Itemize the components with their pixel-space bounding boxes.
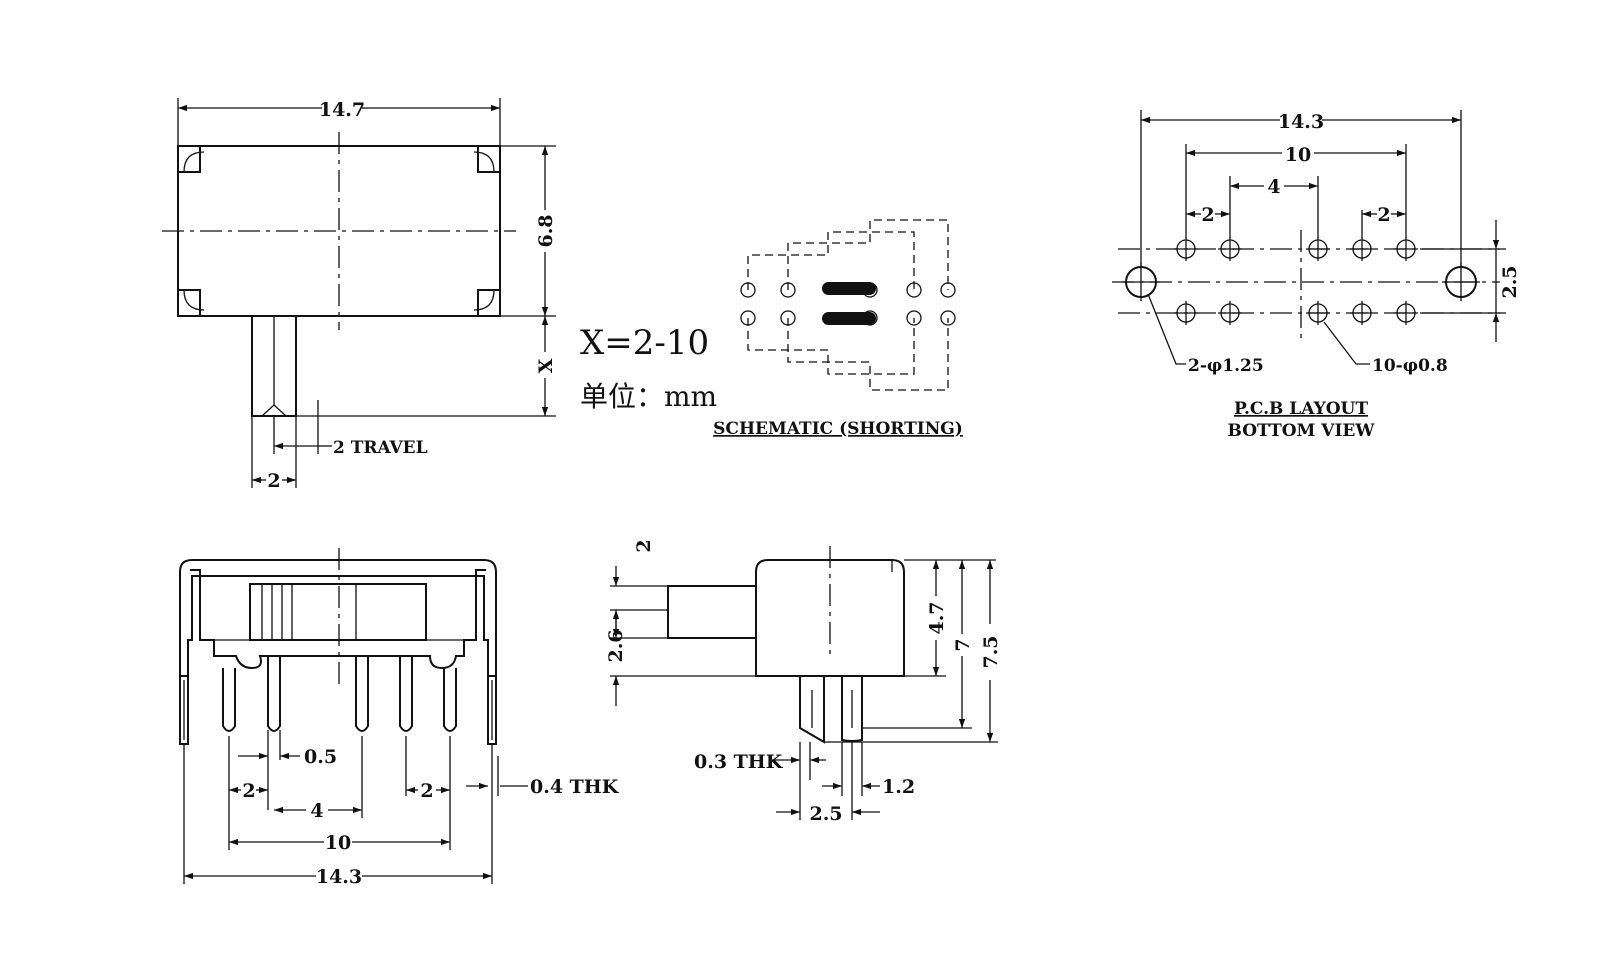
pcb-dim-gap: 4	[1267, 176, 1280, 198]
dim-top-width: 14.7	[319, 99, 365, 121]
schematic-contacts	[740, 282, 956, 326]
pcb-dim-pitch-right: 2	[1377, 204, 1390, 226]
dim-top-x: X	[535, 358, 557, 373]
side-view: 2 2.6 4.7 7 7.5 0.3 THK 1.2	[605, 539, 1002, 825]
travel-label: 2 TRAVEL	[333, 438, 428, 458]
front-dim-pitch-left: 2	[242, 780, 255, 802]
side-dim-body-height: 4.7	[926, 601, 948, 634]
mount-hole-label: 2-φ1.25	[1188, 356, 1264, 376]
front-dim-pin-width: 0.5	[304, 746, 337, 768]
pcb-dim-row-gap: 2.5	[1499, 265, 1521, 298]
dim-top-height: 6.8	[535, 214, 557, 247]
mounting-holes	[1122, 263, 1480, 301]
schematic: SCHEMATIC (SHORTING)	[713, 219, 963, 439]
pin-holes	[1174, 237, 1418, 325]
side-dim-total-height: 7.5	[980, 635, 1002, 668]
pcb-caption-2: BOTTOM VIEW	[1228, 421, 1376, 441]
front-dim-span: 10	[325, 832, 351, 854]
formula-text: X=2-10	[580, 323, 709, 363]
front-pins	[222, 656, 457, 732]
top-view: 14.7 6.8 X 2 TRAVEL 2	[162, 98, 557, 492]
front-dim-overall: 14.3	[316, 866, 362, 888]
unit-note: X=2-10 单位：mm	[580, 323, 717, 413]
front-dim-gap: 4	[310, 800, 323, 822]
side-pins	[799, 676, 863, 744]
pcb-layout: 14.3 10 4 2 2 2.5 2-φ1.25 10-φ0.8	[1112, 110, 1521, 441]
pcb-dim-pitch-left: 2	[1201, 204, 1214, 226]
pin-hole-label: 10-φ0.8	[1372, 356, 1448, 376]
pcb-dim-overall: 14.3	[1278, 111, 1324, 133]
schematic-caption: SCHEMATIC (SHORTING)	[713, 419, 963, 439]
side-dim-pin-width: 1.2	[882, 776, 915, 798]
front-dim-pitch-right: 2	[420, 780, 433, 802]
pcb-caption-1: P.C.B LAYOUT	[1234, 399, 1368, 419]
pcb-dim-span: 10	[1285, 144, 1311, 166]
side-dim-knob-height: 2.6	[605, 629, 627, 662]
front-view: 0.5 2 4 2 10 14.3 0.4 THK	[179, 548, 620, 888]
side-dim-knob-top: 2	[633, 539, 655, 552]
side-dim-pin-height: 7	[952, 638, 974, 651]
dim-actuator-width: 2	[267, 470, 280, 492]
side-dim-pin-thk: 0.3 THK	[694, 751, 784, 773]
shorting-bar-top	[822, 282, 876, 295]
unit-text: 单位：mm	[580, 380, 717, 413]
shorting-bar-bottom	[822, 312, 876, 325]
front-dim-tab-thk: 0.4 THK	[530, 776, 620, 798]
side-dim-pin-spacing: 2.5	[809, 803, 842, 825]
